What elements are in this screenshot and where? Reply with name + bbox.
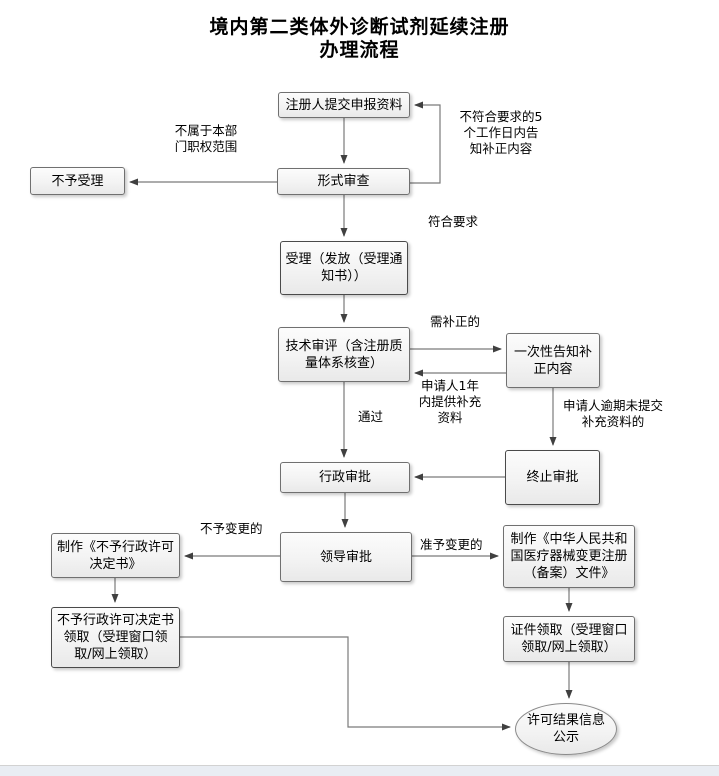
edge-label-supplement-within-1yr: 申请人1年 内提供补充 资料 <box>418 378 482 425</box>
node-administrative-approval: 行政审批 <box>280 462 410 493</box>
node-publish-result: 许可结果信息 公示 <box>515 703 617 755</box>
edge-label-pass: 通过 <box>358 409 384 424</box>
node-make-change-registration-document: 制作《中华人民共和 国医疗器械变更注册 （备案）文件》 <box>503 525 635 588</box>
arrow-refusal-pickup-to-publish-result <box>180 636 511 731</box>
edge-label-meets-requirements: 符合要求 <box>428 214 479 229</box>
node-certificate-pickup: 证件领取（受理窗口 领取/网上领取） <box>503 616 635 662</box>
node-terminate-approval: 终止审批 <box>505 450 600 505</box>
edge-label-change-approved: 准予变更的 <box>420 537 483 552</box>
title-line2: 办理流程 <box>319 39 400 61</box>
edge-label-needs-correction: 需补正的 <box>430 314 481 329</box>
footer-band <box>0 765 719 776</box>
node-make-refusal-decision: 制作《不予行政许可 决定书》 <box>51 533 180 578</box>
edge-label-no-change: 不予变更的 <box>200 521 263 536</box>
node-acceptance: 受理（发放（受理通 知书）） <box>280 241 408 295</box>
page-title: 境内第二类体外诊断试剂延续注册 办理流程 <box>0 16 719 62</box>
edge-label-outside-jurisdiction: 不属于本部 门职权范围 <box>174 123 238 154</box>
node-submit-application: 注册人提交申报资料 <box>278 92 410 118</box>
edge-label-overdue-no-supplement: 申请人逾期未提交 补充资料的 <box>562 398 663 429</box>
arrow-formal-review-to-submit-feedback <box>410 101 441 184</box>
edge-label-notify-within-5days: 不符合要求的5 个工作日内告 知补正内容 <box>459 109 543 156</box>
node-refusal-decision-pickup: 不予行政许可决定书 领取（受理窗口领 取/网上领取） <box>51 607 180 668</box>
node-not-accepted: 不予受理 <box>30 167 125 195</box>
node-one-time-correction-notice: 一次性告知补 正内容 <box>506 333 600 388</box>
node-leader-approval: 领导审批 <box>280 532 412 582</box>
title-line1: 境内第二类体外诊断试剂延续注册 <box>209 16 510 38</box>
node-formal-review: 形式审查 <box>277 168 410 195</box>
node-technical-review: 技术审评（含注册质 量体系核查） <box>278 327 410 382</box>
